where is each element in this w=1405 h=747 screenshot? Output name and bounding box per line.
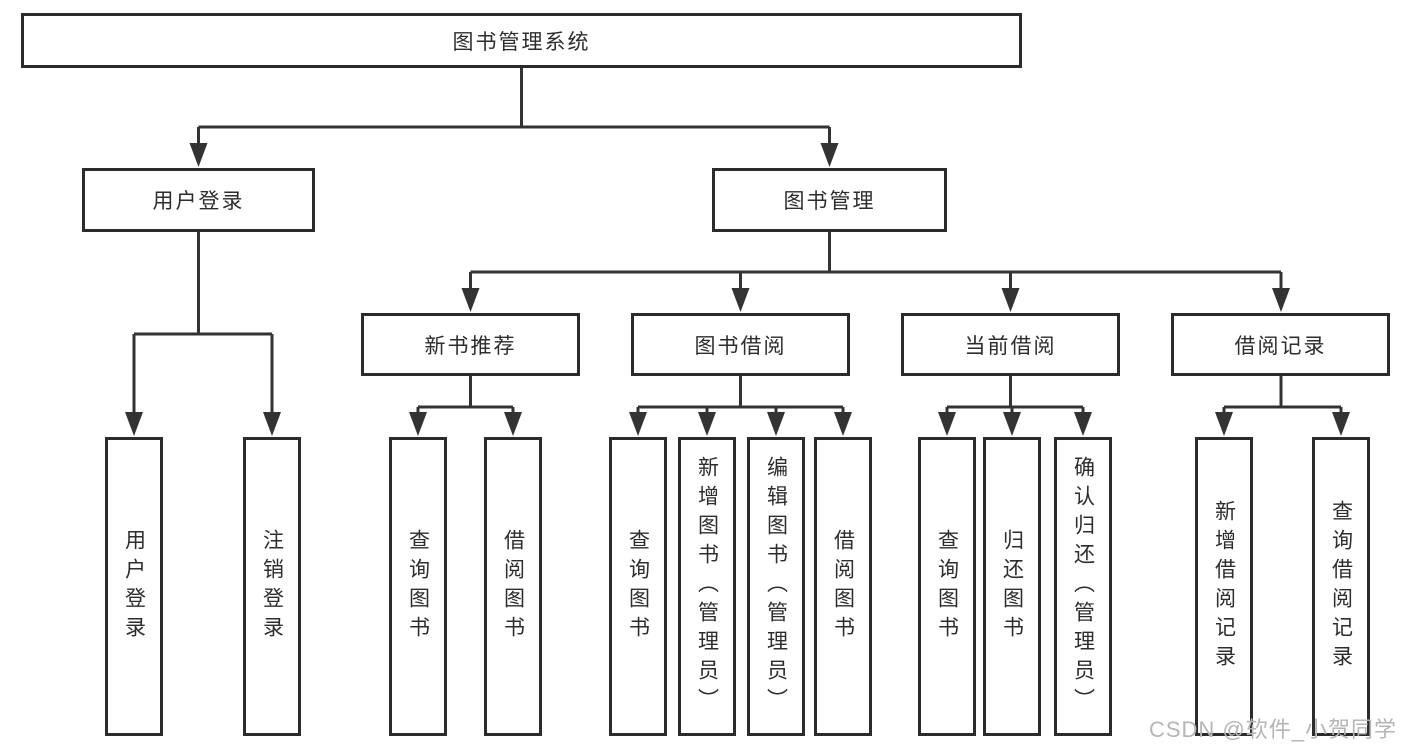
node-new-book-recommend: 新书推荐 xyxy=(361,313,580,376)
connector-book-management xyxy=(469,232,1283,296)
node-leaf-query-books: 查询图书 xyxy=(918,437,976,736)
connector-book-borrow xyxy=(636,376,845,420)
node-label: 图书管理 xyxy=(783,190,876,213)
node-label: 图书借阅 xyxy=(694,334,787,358)
node-leaf-confirm-return-admin: 确认归还（管理员） xyxy=(1054,437,1112,736)
arrow-down-icon xyxy=(125,143,1350,436)
node-label: 归还图书 xyxy=(1000,528,1024,645)
node-label: 编辑图书（管理员） xyxy=(764,456,788,717)
connector-new-book-recommend xyxy=(416,376,515,420)
node-label: 查询图书 xyxy=(935,528,959,645)
node-leaf-logout: 注销登录 xyxy=(243,437,301,736)
node-leaf-add-books-admin: 新增图书（管理员） xyxy=(678,437,736,736)
node-borrow-records: 借阅记录 xyxy=(1171,313,1390,376)
node-label: 查询借阅记录 xyxy=(1329,499,1353,674)
node-label: 确认归还（管理员） xyxy=(1071,456,1095,717)
node-leaf-user-login: 用户登录 xyxy=(105,437,163,736)
node-label: 用户登录 xyxy=(152,190,245,213)
node-library-management-system: 图书管理系统 xyxy=(21,13,1022,68)
node-book-borrow: 图书借阅 xyxy=(631,313,850,376)
node-label: 借阅图书 xyxy=(831,528,855,645)
node-label: 借阅图书 xyxy=(501,528,525,645)
node-label: 新书推荐 xyxy=(424,334,517,358)
csdn-watermark: CSDN @软件_小贺同学 xyxy=(1148,717,1397,742)
node-book-management: 图书管理 xyxy=(712,168,947,232)
node-label: 查询图书 xyxy=(626,528,650,645)
node-leaf-return-books: 归还图书 xyxy=(983,437,1041,736)
node-label: 当前借阅 xyxy=(964,334,1057,358)
node-leaf-query-books: 查询图书 xyxy=(389,437,447,736)
node-label: 新增借阅记录 xyxy=(1212,499,1236,674)
node-label: 图书管理系统 xyxy=(452,30,591,54)
node-leaf-query-books: 查询图书 xyxy=(609,437,667,736)
connector-root xyxy=(197,68,831,151)
node-label: 用户登录 xyxy=(122,528,146,645)
node-label: 注销登录 xyxy=(260,528,284,645)
node-label: 新增图书（管理员） xyxy=(695,456,719,717)
connector-borrow-records xyxy=(1222,376,1343,420)
node-leaf-add-borrow-record: 新增借阅记录 xyxy=(1195,437,1253,736)
node-leaf-edit-books-admin: 编辑图书（管理员） xyxy=(747,437,805,736)
node-leaf-query-borrow-record: 查询借阅记录 xyxy=(1312,437,1370,736)
node-leaf-borrow-books: 借阅图书 xyxy=(814,437,872,736)
node-label: 借阅记录 xyxy=(1234,334,1327,358)
node-leaf-borrow-books: 借阅图书 xyxy=(484,437,542,736)
node-user-login: 用户登录 xyxy=(82,168,315,232)
node-current-borrow: 当前借阅 xyxy=(901,313,1120,376)
connector-user-login xyxy=(132,232,274,420)
node-label: 查询图书 xyxy=(406,528,430,645)
